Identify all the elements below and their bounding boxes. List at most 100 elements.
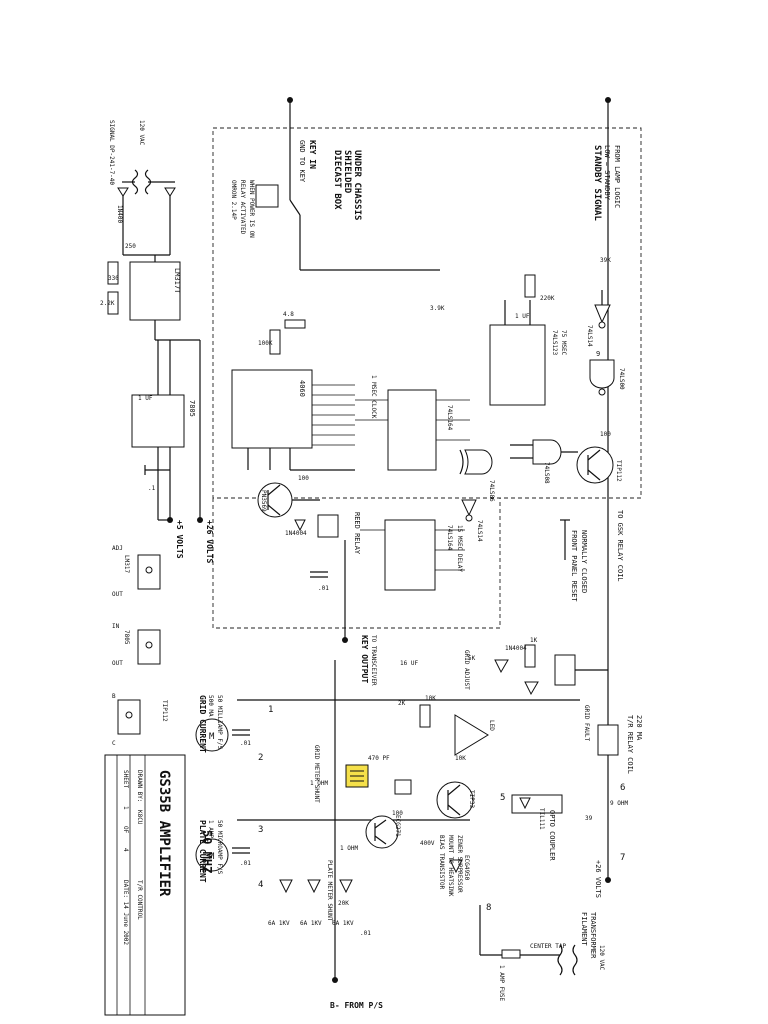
gate-74ls00: [589, 359, 615, 389]
pin-c: C: [112, 740, 116, 747]
svg-text:7805: 7805: [188, 400, 196, 417]
gate-74ls08: [532, 439, 562, 465]
svg-text:GND TO KEY: GND TO KEY: [298, 140, 306, 183]
filament-label: FILAMENT TRANSFORMER: [580, 912, 597, 959]
node-7: 7: [620, 853, 625, 863]
node-5: 5: [500, 793, 505, 803]
svg-text:1N400: 1N400: [116, 205, 123, 223]
meter-grid-m: M: [209, 732, 215, 742]
svg-text:KEY OUTPUT: KEY OUTPUT: [360, 635, 369, 683]
val-1n4004: 1N4004: [505, 645, 527, 652]
svg-text:PN3569: PN3569: [260, 490, 267, 512]
svg-text:LOW = STANDBY: LOW = STANDBY: [603, 145, 611, 201]
val-39k: 39K: [600, 257, 611, 264]
lm317t-label: LM317T: [173, 268, 181, 294]
val-100: 100: [600, 431, 611, 438]
val-2k2: 2.2K: [100, 300, 115, 307]
clock-label: 1 MSEC CLOCK: [370, 375, 377, 419]
comparator-lm311: [454, 714, 489, 756]
val-3k9: 3.9K: [430, 305, 445, 312]
fuse-label: 1 AMP FUSE: [498, 965, 505, 1002]
standby-signal-label: STANDBY SIGNAL LOW = STANDBY FROM LAMP L…: [592, 145, 621, 221]
grid-shunt-label: GRID METER SHUNT: [313, 745, 320, 803]
ic-74ls164-delay: [384, 519, 436, 591]
grid-fault-label: GRID FAULT: [583, 705, 590, 742]
svg-text:ECG271: ECG271: [394, 815, 401, 837]
vac120-label: 120 VAC: [138, 120, 145, 146]
svg-text:+26 VOLTS: +26 VOLTS: [205, 520, 214, 564]
svg-text:ZENER SUPPRESSOR: ZENER SUPPRESSOR: [456, 835, 463, 893]
val-2k: 2K: [398, 700, 406, 707]
vac-filament-label: 120 VAC: [598, 945, 605, 971]
delay-label: 15 MSEC DELAY: [456, 525, 463, 572]
omron-note: OMRON 2.14P RELAY ACTIVATED WHEN POWER I…: [230, 180, 255, 238]
plus26-label: +26 VOLTS: [205, 520, 214, 564]
val-6a-a: 6A 1KV: [268, 920, 290, 927]
resistor-330: [107, 261, 119, 285]
tip112-label: TIP112: [615, 460, 622, 482]
svg-text:500 MA: 500 MA: [207, 695, 214, 717]
svg-text:4: 4: [122, 848, 129, 852]
pin-out-a: OUT: [112, 591, 123, 598]
ic-74ls164-label: 74LS164: [446, 405, 453, 431]
svg-text:1 AMP FUSE: 1 AMP FUSE: [498, 965, 505, 1002]
svg-text:120 VAC: 120 VAC: [138, 120, 145, 146]
capacitor-4u8: [284, 319, 306, 329]
node-8: 8: [486, 903, 491, 913]
pin-b: B: [112, 693, 116, 700]
node-1: 1: [268, 705, 273, 715]
plate-shunt-label: PLATE METER SHUNT: [326, 860, 333, 922]
subtitle-text: 50 MHZ: [200, 830, 214, 873]
svg-text:BIAS TRANSISTOR: BIAS TRANSISTOR: [438, 835, 445, 890]
svg-text:GRID CURRENT: GRID CURRENT: [198, 695, 207, 753]
val-100k: 100K: [258, 340, 273, 347]
transistor-tip33: [436, 781, 474, 819]
tip33-label: TIP33: [468, 790, 475, 808]
val-6a-c: 6A 1KV: [332, 920, 354, 927]
svg-text:PLATE METER SHUNT: PLATE METER SHUNT: [326, 860, 333, 922]
pkg-lm317-label: LM317: [123, 555, 130, 573]
zener-ecg4950: [449, 859, 463, 874]
ecg271-label: ECG271: [394, 815, 401, 837]
svg-text:74LS164: 74LS164: [446, 405, 453, 431]
pin-adj-a: ADJ: [112, 545, 123, 552]
key-in-label: KEY IN GND TO KEY: [298, 140, 317, 183]
svg-text:1 MSEC CLOCK: 1 MSEC CLOCK: [370, 375, 377, 419]
val-100c: 100: [392, 810, 403, 817]
svg-text:NORMALLY CLOSED: NORMALLY CLOSED: [580, 530, 588, 593]
key-output-label: KEY OUTPUT TO TRANSCEIVER: [360, 635, 377, 686]
resistor-2k2: [107, 291, 119, 315]
diode-bridge-b: [164, 187, 176, 197]
svg-text:OMRON 2.14P: OMRON 2.14P: [230, 180, 237, 220]
val-220k: 220K: [540, 295, 555, 302]
ic-74ls14b-label: 74LS14: [476, 520, 483, 542]
val-6a-b: 6A 1KV: [300, 920, 322, 927]
gate-74ls14-lower: [461, 499, 477, 517]
grid-adjust-label: GRID ADJUST: [463, 650, 470, 690]
to-gsk-label: TO GSK RELAY COIL: [616, 510, 624, 582]
under-chassis-label: UNDER CHASSIS SHIELDED DIECAST BOX: [332, 150, 362, 220]
bias-block: [394, 779, 412, 795]
svg-text:74LS14: 74LS14: [476, 520, 483, 542]
val-c01-b: .01: [360, 930, 371, 937]
diode-1n4004-reed: [294, 519, 306, 532]
svg-text:ECG4950: ECG4950: [463, 855, 470, 881]
capacitor-plate-01: [232, 847, 250, 854]
val-330: 330: [108, 275, 119, 282]
ic-4060-label: 4060: [298, 380, 306, 397]
ic-74ls123: [489, 324, 546, 406]
reg-7805: [131, 394, 185, 448]
val-c1: .1: [148, 485, 156, 492]
svg-text:KEY IN: KEY IN: [308, 140, 317, 169]
capacitor-grid-01: [232, 729, 250, 736]
title-text: GS35B AMPLIFIER: [156, 770, 172, 897]
shielded-box-outline: [212, 127, 642, 499]
svg-text:FRONT PANEL RESET: FRONT PANEL RESET: [570, 530, 578, 602]
val-1n4004-reed: 1N4004: [285, 530, 307, 537]
reg-7805-label: 7805: [188, 400, 196, 417]
val-20k: 20K: [338, 900, 349, 907]
resistor-220k: [524, 274, 536, 298]
svg-text:GS35B AMPLIFIER: GS35B AMPLIFIER: [156, 770, 172, 897]
capacitor-key-01: [310, 571, 328, 578]
svg-text:4060: 4060: [298, 380, 306, 397]
